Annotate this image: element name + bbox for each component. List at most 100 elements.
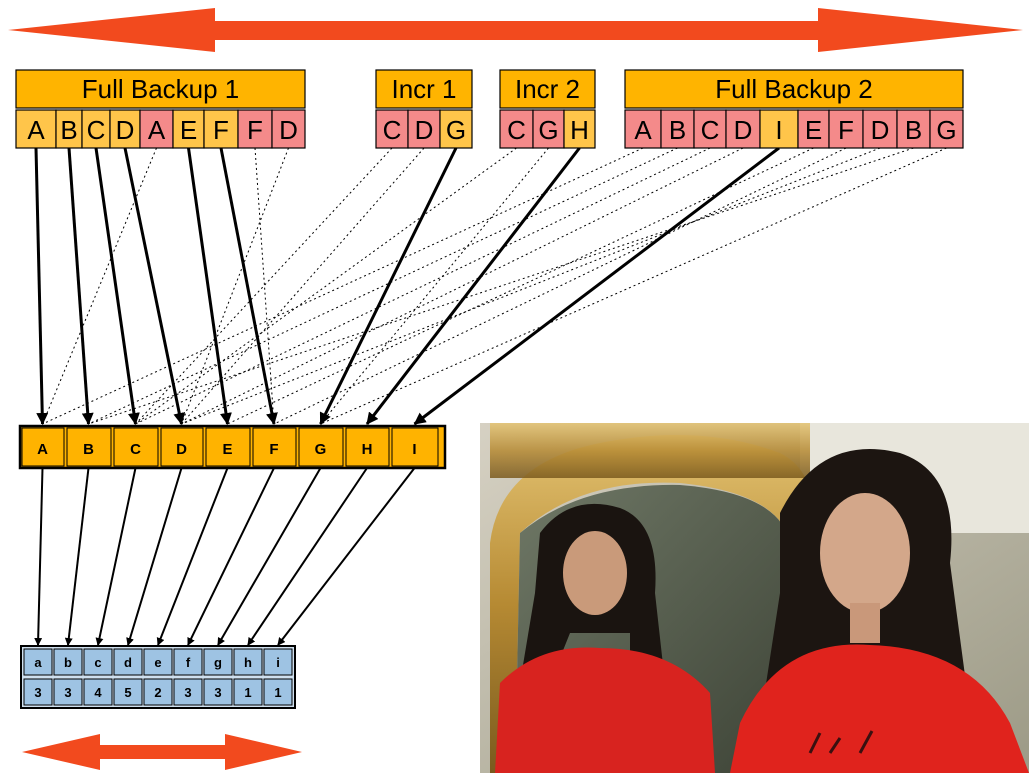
index-cell-text: h	[244, 655, 252, 670]
timeline-arrow-top	[8, 8, 1023, 52]
unique-block-arrow	[94, 147, 140, 425]
index-cell-text: 5	[124, 685, 131, 700]
backup-block-label: E	[180, 115, 197, 145]
backup-block	[237, 109, 273, 149]
index-cell	[83, 648, 113, 676]
index-arrow	[126, 467, 183, 646]
store-block	[160, 427, 204, 467]
index-cell-text: g	[214, 655, 222, 670]
unique-block-arrow	[319, 147, 458, 425]
duplicate-reference-line	[254, 147, 275, 425]
index-cell	[263, 678, 293, 706]
backup-block-label: G	[936, 115, 956, 145]
index-cell	[143, 678, 173, 706]
store-block	[205, 427, 251, 467]
backup-block-label: D	[871, 115, 890, 145]
backup-block-label: F	[838, 115, 854, 145]
backup-block	[81, 109, 111, 149]
backup-block-label: C	[507, 115, 526, 145]
index-cell	[173, 648, 203, 676]
duplicate-reference-line	[135, 147, 711, 425]
backup-block-label: C	[383, 115, 402, 145]
backup-header	[624, 69, 964, 109]
backup-block-label: B	[60, 115, 77, 145]
store-block-label: G	[315, 441, 327, 458]
unique-block-arrow	[187, 147, 232, 425]
index-cell	[203, 648, 233, 676]
backup-block	[139, 109, 174, 149]
index-cell	[113, 678, 143, 706]
index-arrow	[34, 467, 44, 646]
backup-block-label: H	[570, 115, 589, 145]
index-cell	[263, 648, 293, 676]
backup-block	[660, 109, 695, 149]
backup-block-label: F	[213, 115, 229, 145]
duplicate-reference-line	[135, 147, 517, 425]
index-arrow	[217, 467, 322, 646]
index-arrow	[64, 467, 90, 646]
backup-block-label: D	[415, 115, 434, 145]
backup-block	[172, 109, 205, 149]
index-cell-text: 1	[274, 685, 281, 700]
mapping-lines	[34, 146, 947, 646]
index-cell-text: 1	[244, 685, 251, 700]
index-arrow	[95, 467, 137, 646]
backup-block	[271, 109, 306, 149]
store-block-label: A	[37, 441, 48, 458]
backup-block-label: D	[116, 115, 135, 145]
duplicate-reference-line	[88, 147, 914, 425]
index-cell-text: d	[124, 655, 132, 670]
store-block-label: E	[222, 441, 232, 458]
backup-header	[375, 69, 473, 109]
backup-block-label: G	[538, 115, 558, 145]
backup-block	[15, 109, 57, 149]
backup-header	[499, 69, 596, 109]
store-block	[113, 427, 159, 467]
store-block	[252, 427, 297, 467]
index-cell	[233, 648, 263, 676]
index-cell	[173, 678, 203, 706]
index-cell	[53, 648, 83, 676]
index-arrow	[156, 467, 229, 646]
backup-block	[407, 109, 441, 149]
backup-block	[563, 109, 596, 149]
backup-block-label: I	[775, 115, 782, 145]
backup-block	[109, 109, 141, 149]
index-cell-text: 3	[64, 685, 71, 700]
store-block-label: F	[269, 441, 278, 458]
unique-block-arrow	[219, 147, 278, 425]
backup-block-label: A	[634, 115, 652, 145]
index-cell-text: c	[94, 655, 101, 670]
index-cell	[113, 648, 143, 676]
store-block-label: H	[362, 441, 373, 458]
duplicate-reference-line	[42, 147, 644, 425]
index-arrow	[247, 467, 368, 646]
duplicate-reference-line	[273, 147, 847, 425]
index-cell-text: b	[64, 655, 72, 670]
index-cell-text: 3	[214, 685, 221, 700]
backup-label: Incr 1	[391, 74, 456, 104]
backup-block	[439, 109, 473, 149]
backup-block-label: A	[148, 115, 166, 145]
duplicate-reference-line	[135, 147, 393, 425]
store-block	[345, 427, 390, 467]
duplicate-reference-line	[320, 147, 947, 425]
unique-block-arrow	[123, 147, 186, 425]
index-cell-text: a	[34, 655, 42, 670]
index-cell-text: 3	[34, 685, 41, 700]
store-block	[391, 427, 439, 467]
backup-block	[624, 109, 662, 149]
store-block-label: B	[83, 441, 94, 458]
store-block	[66, 427, 112, 467]
mirror-portrait-photo	[480, 423, 1029, 773]
backup-label: Incr 2	[515, 74, 580, 104]
backup-block-label: C	[701, 115, 720, 145]
duplicate-reference-line	[42, 147, 157, 425]
index-cell-text: 2	[154, 685, 161, 700]
index-cell-text: 4	[94, 685, 102, 700]
unique-block-arrow	[365, 147, 581, 425]
index-cell	[83, 678, 113, 706]
